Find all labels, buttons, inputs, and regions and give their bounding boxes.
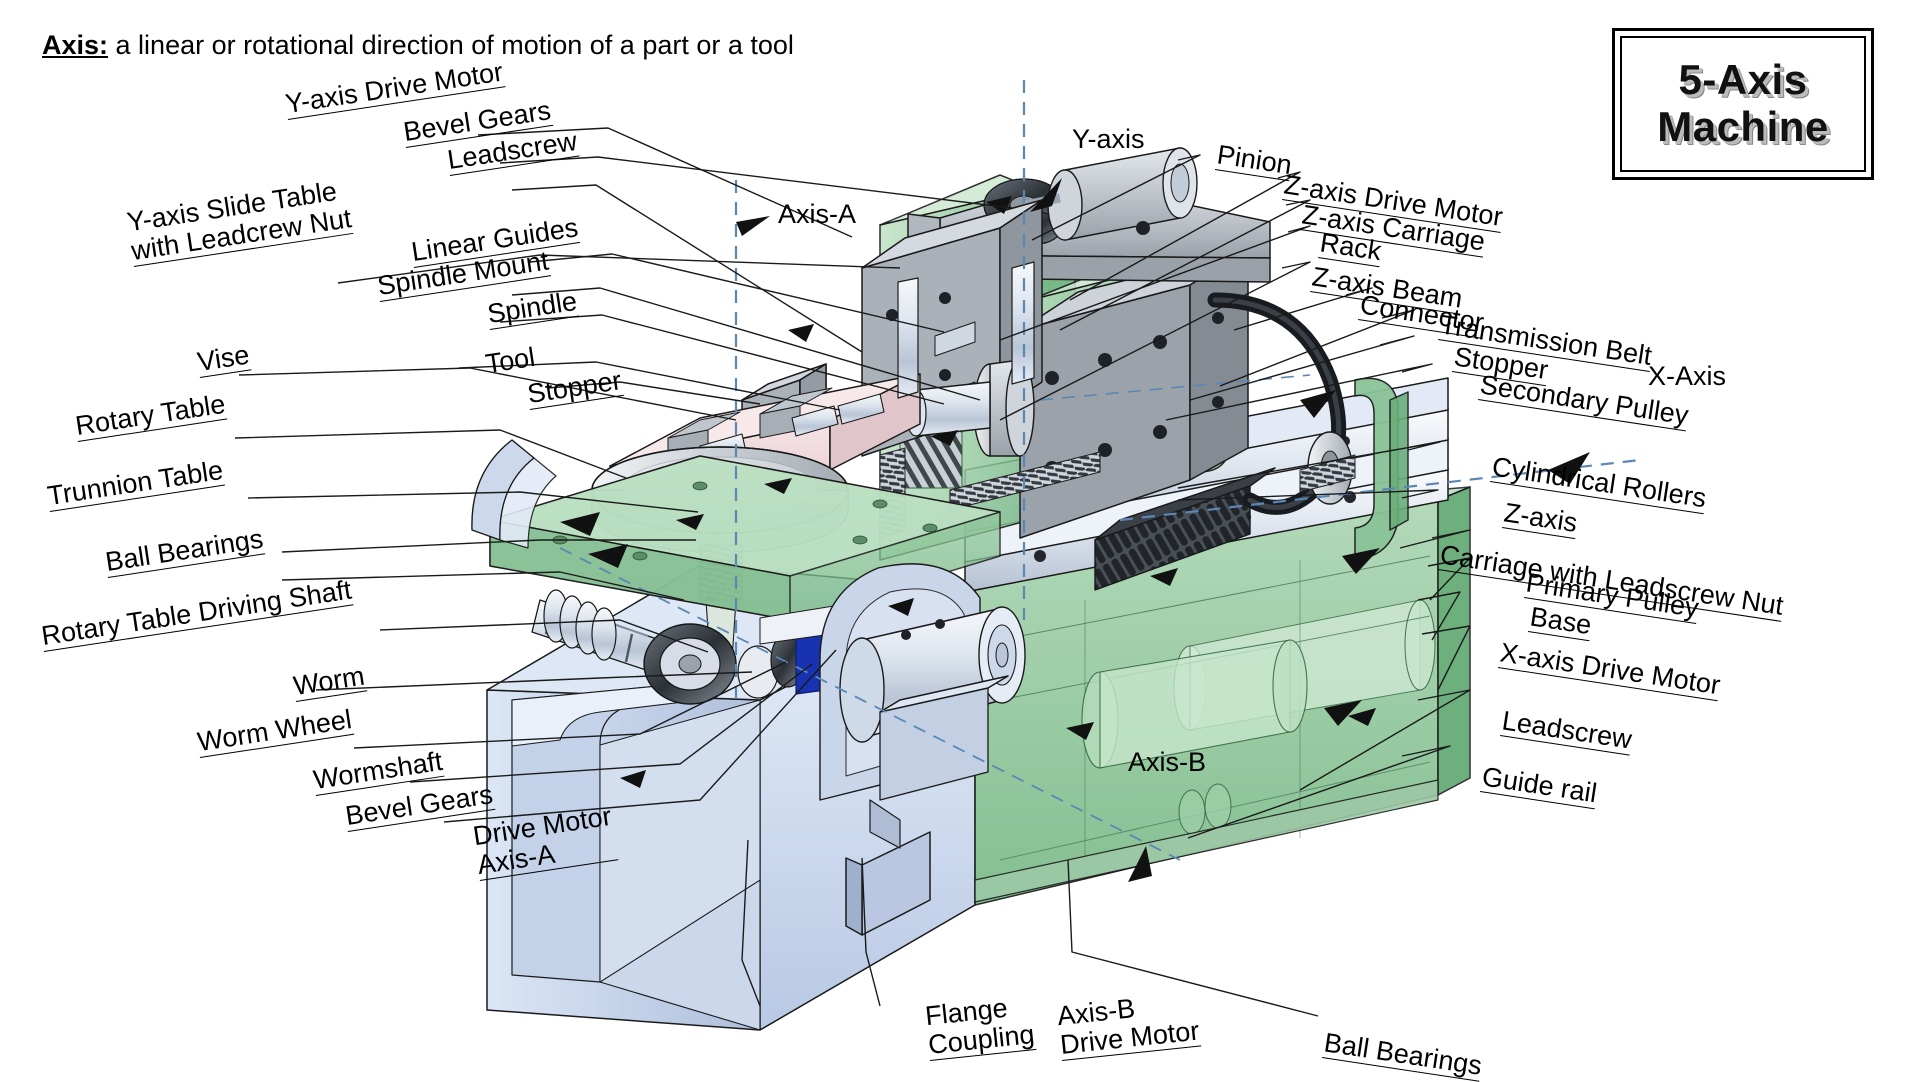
page-title: Axis: a linear or rotational direction o…: [42, 30, 794, 61]
z-axis-stopper-bracket: [1354, 377, 1409, 561]
axis-label-axis-b: Axis-B: [1128, 747, 1207, 777]
internal-arrow-markers: [620, 196, 1376, 788]
axis-label-y-axis: Y-axis: [1072, 124, 1145, 154]
machine-type-badge: 5-Axis Machine: [1612, 28, 1874, 180]
axis-b-drive-motor: [819, 563, 1026, 849]
axis-line-b: [559, 547, 1181, 861]
ball-bearings-right: [1178, 783, 1232, 835]
cylindrical-rollers-block: [1094, 467, 1276, 591]
title-definition: a linear or rotational direction of moti…: [108, 30, 794, 60]
axis-label-x-axis: X-Axis: [1648, 361, 1727, 391]
x-axis-drive-motor: [1081, 639, 1308, 769]
badge-line-1: 5-Axis: [1678, 56, 1808, 104]
badge-inner-frame: 5-Axis Machine: [1620, 36, 1866, 172]
callout-flange-coupling: Flange Coupling: [923, 992, 1036, 1062]
axis-label-axis-a: Axis-A: [778, 199, 857, 229]
leader-lines: [234, 127, 1471, 1017]
badge-line-2: Machine: [1657, 103, 1829, 150]
guide-rail-lower: [974, 779, 1439, 903]
leader-arrowheads: [560, 390, 1380, 726]
axis-arrowheads: [736, 178, 1590, 882]
title-term: Axis:: [42, 30, 109, 60]
trunnion-table: [471, 439, 1001, 621]
